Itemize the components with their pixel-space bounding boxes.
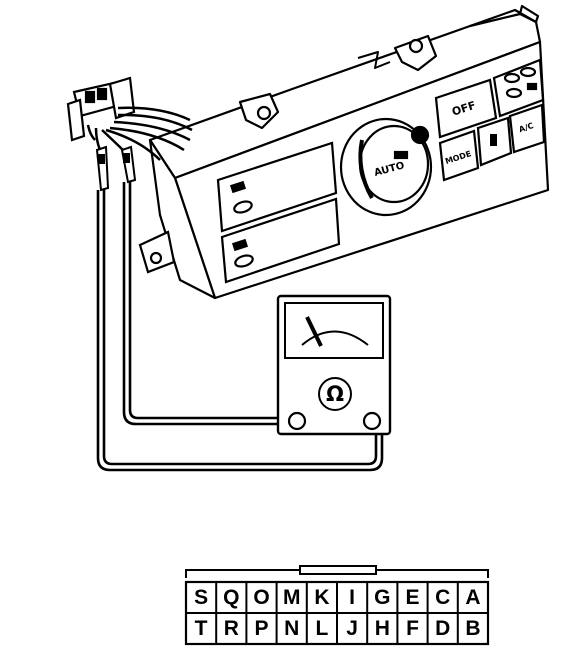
meter-scale: [301, 330, 369, 346]
pin-label-a: A: [465, 586, 480, 609]
pin-label-f: F: [406, 617, 419, 640]
pin-label-h: H: [375, 617, 390, 640]
pin-label-i: I: [349, 586, 355, 609]
off-button[interactable]: OFF: [434, 78, 498, 139]
auto-temperature-knob[interactable]: AUTO: [339, 117, 433, 217]
pin-label-l: L: [315, 617, 328, 640]
meter-terminal-left[interactable]: [287, 411, 307, 431]
connector-latch: [299, 565, 377, 575]
mounting-clip-left: [238, 92, 280, 130]
defrost-button-front[interactable]: [220, 197, 341, 284]
test-leads: [96, 182, 384, 472]
pin-label-t: T: [195, 617, 208, 640]
ac-button[interactable]: A/C: [508, 103, 546, 154]
meter-needle: [305, 316, 323, 347]
ohm-symbol: Ω: [326, 382, 344, 406]
pin-label-n: N: [284, 617, 299, 640]
pin-label-q: Q: [223, 586, 239, 609]
fan-button[interactable]: [476, 116, 513, 167]
pin-label-d: D: [435, 617, 450, 640]
harness-connector: [66, 76, 136, 142]
mounting-tab-left: [138, 230, 176, 274]
pin-label-o: O: [253, 586, 269, 609]
pin-label-k: K: [314, 586, 329, 609]
ohmmeter: Ω: [276, 294, 392, 436]
mode-button[interactable]: MODE: [438, 129, 480, 182]
defrost-button-rear[interactable]: [216, 141, 338, 233]
probe-tip-right: [120, 145, 137, 184]
pin-label-c: C: [435, 586, 450, 609]
pin-label-m: M: [283, 586, 301, 609]
pin-label-s: S: [194, 586, 208, 609]
probe-tip-left: [95, 145, 110, 192]
mounting-clip-right: [393, 34, 438, 72]
pin-label-b: B: [465, 617, 480, 640]
pin-label-e: E: [405, 586, 419, 609]
pin-label-g: G: [374, 586, 390, 609]
ac-label: A/C: [518, 121, 535, 134]
recirculation-button[interactable]: [492, 58, 545, 118]
pin-label-r: R: [224, 617, 239, 640]
meter-terminal-right[interactable]: [362, 411, 382, 431]
pin-label-j: J: [346, 617, 358, 640]
pin-label-p: P: [254, 617, 268, 640]
